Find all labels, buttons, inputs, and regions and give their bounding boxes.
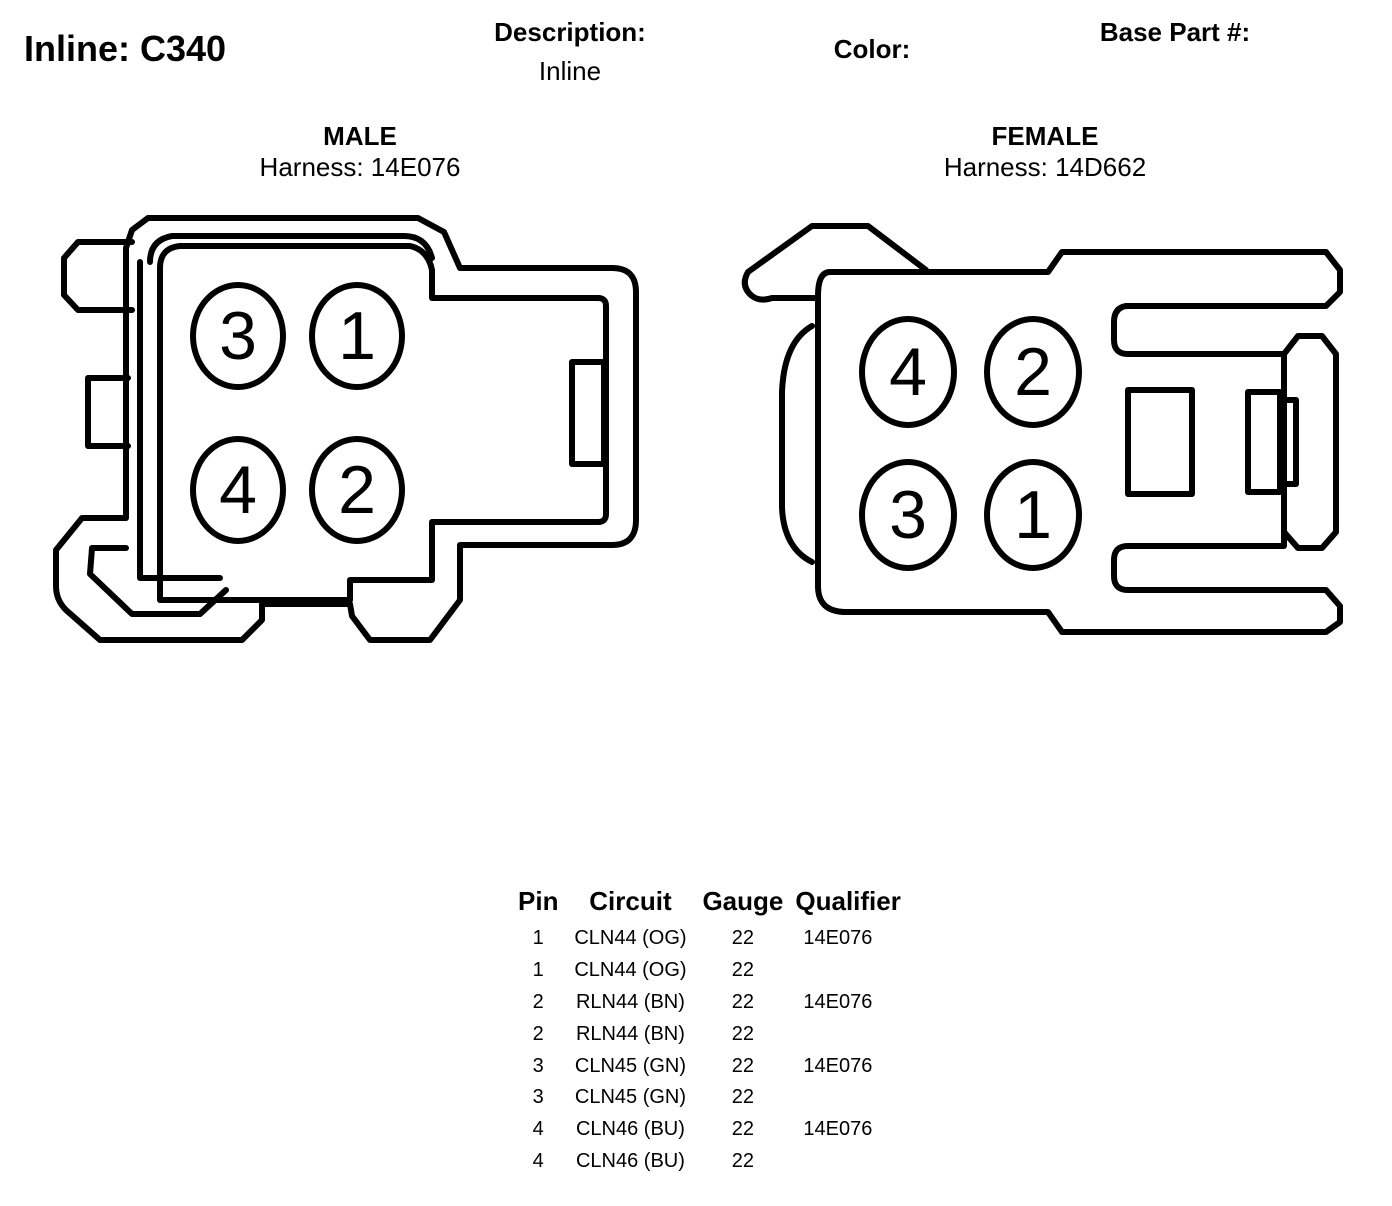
cell-gauge: 22 <box>731 1086 755 1109</box>
header-qualifier: Qualifier <box>795 886 901 916</box>
table-row: 1 CLN44 (OG) 22 14E076 <box>512 923 907 955</box>
table-row: 4 CLN46 (BU) 22 <box>512 1146 907 1178</box>
color-label: Color: <box>833 34 911 64</box>
cell-circuit: CLN46 (BU) <box>575 1149 685 1172</box>
cell-circuit: CLN45 (GN) <box>574 1054 687 1077</box>
description-label: Description: <box>494 17 646 47</box>
header-circuit: Circuit <box>589 886 672 916</box>
cell-qualifier <box>789 955 906 987</box>
cell-pin: 4 <box>532 1149 544 1172</box>
cell-qualifier: 14E076 <box>803 990 873 1013</box>
male-title: MALE <box>323 121 397 151</box>
cell-qualifier: 14E076 <box>803 1054 873 1077</box>
cell-pin: 1 <box>532 959 544 982</box>
cell-pin: 3 <box>532 1054 544 1077</box>
cell-pin: 2 <box>532 990 544 1013</box>
cell-gauge: 22 <box>731 1022 755 1045</box>
svg-text:2: 2 <box>1014 334 1052 410</box>
female-title: FEMALE <box>991 121 1099 151</box>
cell-circuit: CLN45 (GN) <box>574 1086 687 1109</box>
female-pin-2: 2 <box>984 316 1082 428</box>
female-harness: Harness: 14D662 <box>943 152 1147 182</box>
cell-gauge: 22 <box>731 990 755 1013</box>
svg-text:2: 2 <box>338 452 376 528</box>
table-row: 1 CLN44 (OG) 22 <box>512 955 907 987</box>
male-pin-1: 1 <box>309 282 405 390</box>
cell-circuit: CLN44 (OG) <box>574 959 687 982</box>
svg-text:3: 3 <box>219 298 257 374</box>
header-pin: Pin <box>518 886 559 916</box>
female-pin-1: 1 <box>984 459 1082 571</box>
table-row: 3 CLN45 (GN) 22 <box>512 1082 907 1114</box>
svg-text:1: 1 <box>1014 477 1052 553</box>
male-pin-2: 2 <box>309 436 405 544</box>
female-pin-3: 3 <box>859 459 957 571</box>
cell-qualifier <box>789 1082 906 1114</box>
cell-circuit: RLN44 (BN) <box>575 990 685 1013</box>
cell-qualifier: 14E076 <box>803 927 873 950</box>
table-row: 4 CLN46 (BU) 22 14E076 <box>512 1114 907 1146</box>
pin-table: Pin Circuit Gauge Qualifier 1 CLN44 (OG)… <box>512 886 907 1177</box>
svg-text:4: 4 <box>219 452 257 528</box>
cell-circuit: CLN46 (BU) <box>575 1118 685 1141</box>
table-row: 2 RLN44 (BN) 22 <box>512 1018 907 1050</box>
cell-gauge: 22 <box>731 959 755 982</box>
cell-circuit: CLN44 (OG) <box>574 927 687 950</box>
base-part-label: Base Part #: <box>1099 17 1251 47</box>
female-connector <box>741 223 1343 635</box>
cell-circuit: RLN44 (BN) <box>575 1022 685 1045</box>
cell-qualifier <box>789 1018 906 1050</box>
cell-pin: 4 <box>532 1118 544 1141</box>
svg-text:4: 4 <box>889 334 927 410</box>
cell-pin: 3 <box>532 1086 544 1109</box>
cell-qualifier: 14E076 <box>803 1118 873 1141</box>
cell-gauge: 22 <box>731 1118 755 1141</box>
table-row: 3 CLN45 (GN) 22 14E076 <box>512 1050 907 1082</box>
svg-text:1: 1 <box>338 298 376 374</box>
connector-diagram: 3 1 4 2 4 2 3 1 <box>53 215 1343 643</box>
cell-qualifier <box>789 1146 906 1178</box>
cell-pin: 1 <box>532 927 544 950</box>
description-value: Inline <box>538 56 602 86</box>
cell-gauge: 22 <box>731 1054 755 1077</box>
svg-text:3: 3 <box>889 477 927 553</box>
header-gauge: Gauge <box>702 886 784 916</box>
cell-gauge: 22 <box>731 927 755 950</box>
connector-title: Inline: C340 <box>24 28 227 69</box>
male-pin-3: 3 <box>190 282 286 390</box>
cell-pin: 2 <box>532 1022 544 1045</box>
female-pin-4: 4 <box>859 316 957 428</box>
cell-gauge: 22 <box>731 1149 755 1172</box>
male-pin-4: 4 <box>190 436 286 544</box>
table-row: 2 RLN44 (BN) 22 14E076 <box>512 987 907 1019</box>
male-connector <box>53 215 639 643</box>
male-harness: Harness: 14E076 <box>259 152 461 182</box>
pin-table-header: Pin Circuit Gauge Qualifier <box>512 886 907 923</box>
